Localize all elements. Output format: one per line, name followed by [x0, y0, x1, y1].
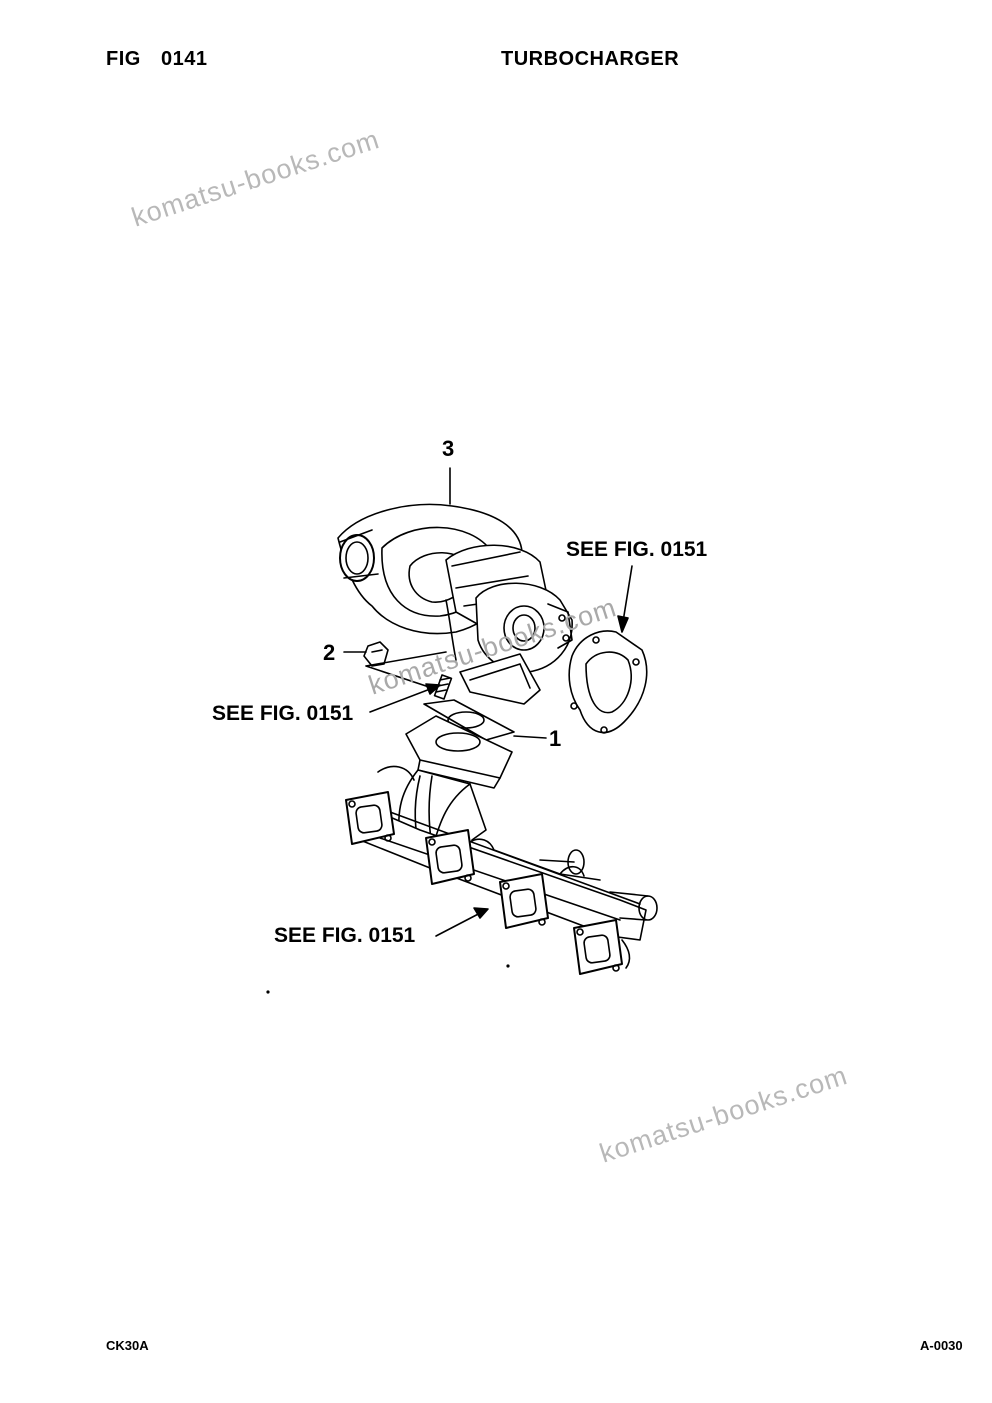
- part-number-3: 3: [442, 436, 455, 461]
- model-code: CK30A: [106, 1338, 149, 1353]
- port-flange-4: [573, 919, 623, 975]
- gasket-part-1: [423, 699, 515, 741]
- arrow-mid-callout: [369, 685, 439, 713]
- see-fig-callout: SEE FIG. 0151: [212, 702, 354, 725]
- turbine-outlet-flange: [459, 653, 541, 705]
- leader-line-1: [513, 735, 547, 739]
- exhaust-manifold: [345, 715, 658, 975]
- port-flange-2: [425, 829, 475, 885]
- part-number-1: 1: [549, 726, 562, 751]
- see-fig-callout: SEE FIG. 0151: [274, 924, 416, 947]
- page-title: TURBOCHARGER: [501, 48, 680, 70]
- part-number-2: 2: [323, 640, 336, 665]
- nut-part-2: [363, 641, 389, 667]
- fig-number: 0141: [161, 48, 208, 70]
- side-gasket: [568, 630, 648, 734]
- page-code: A-0030: [920, 1338, 963, 1353]
- see-fig-callout: SEE FIG. 0151: [566, 538, 708, 561]
- port-flange-1: [345, 791, 395, 845]
- port-flange-3: [499, 873, 549, 929]
- fig-label: FIG: [106, 48, 141, 70]
- turbocharger-assembly: [337, 503, 573, 705]
